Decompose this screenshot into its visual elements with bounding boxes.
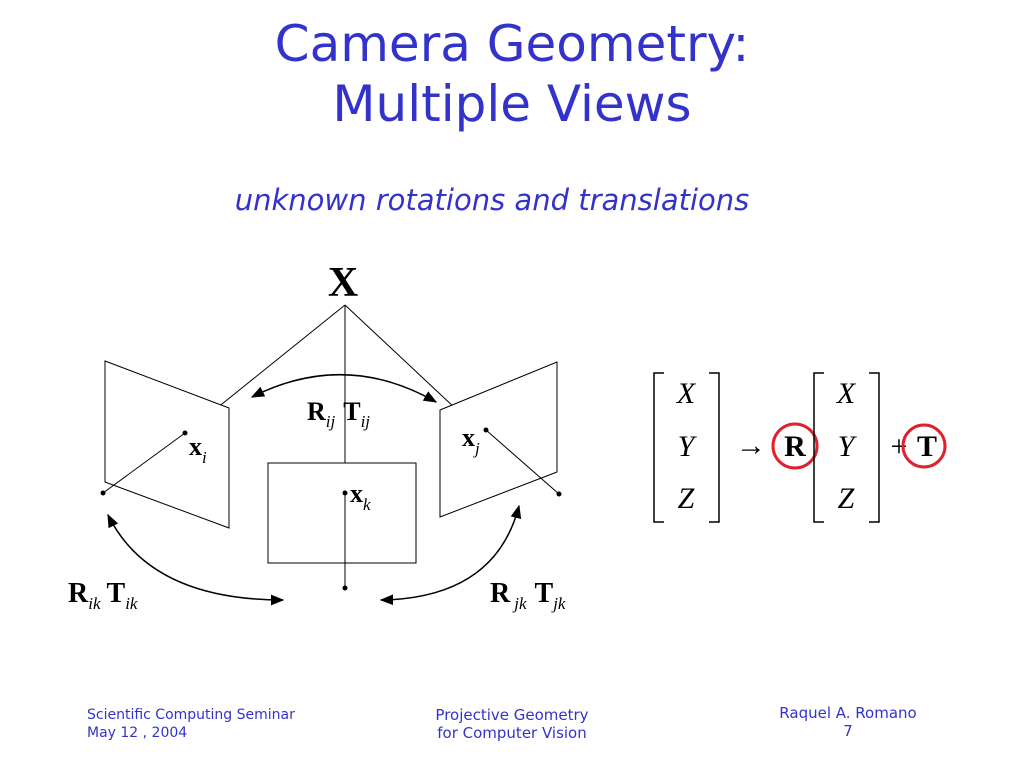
seminar-name: Scientific Computing Seminar <box>87 707 295 723</box>
world-point-label: X <box>328 260 358 306</box>
course-title-line-2: for Computer Vision <box>437 724 587 742</box>
image-point-j-dot <box>483 427 489 433</box>
maps-to-arrow: → <box>736 429 766 462</box>
seminar-date: May 12 , 2004 <box>87 725 188 741</box>
rotation-highlight-circle <box>771 422 819 470</box>
ray-to-camera-i <box>216 304 346 409</box>
camera-center-i <box>100 490 106 496</box>
slide-subtitle: unknown rotations and translations <box>234 183 750 217</box>
rotation-symbol: R <box>784 430 806 463</box>
left-vector-z: Z <box>678 482 695 515</box>
camera-center-k <box>342 585 348 591</box>
right-vector-bracket-open <box>813 372 824 523</box>
ray-segment-i <box>102 432 186 494</box>
translation-highlight-circle <box>901 423 947 469</box>
image-point-i-dot <box>182 430 188 436</box>
footer-left: Scientific Computing Seminar May 12 , 20… <box>87 706 295 742</box>
left-vector-x: X <box>676 377 697 410</box>
image-point-label-i: xi <box>189 432 207 467</box>
footer-center: Projective Geometry for Computer Vision <box>412 706 612 742</box>
image-plane-i <box>104 360 230 529</box>
image-point-label-k: xk <box>350 479 371 514</box>
right-vector-z: Z <box>838 482 855 515</box>
arrow-ik <box>107 513 285 606</box>
course-title-line-1: Projective Geometry <box>435 706 589 724</box>
title-line-2: Multiple Views <box>332 75 692 133</box>
arrow-ij <box>250 373 438 403</box>
author-name: Raquel A. Romano <box>779 704 917 722</box>
right-vector-bracket-close <box>869 372 880 523</box>
image-point-label-j: xj <box>462 423 480 458</box>
translation-symbol: T <box>917 430 937 463</box>
image-plane-k <box>267 462 417 564</box>
right-vector-x: X <box>836 377 857 410</box>
left-vector-y: Y <box>678 430 698 463</box>
slide-number: 7 <box>843 722 853 740</box>
right-vector-y: Y <box>838 430 858 463</box>
ray-to-camera-j <box>344 304 457 410</box>
footer-right: Raquel A. Romano 7 <box>748 704 948 740</box>
ray-segment-j <box>485 429 560 495</box>
transformation-equation: X Y Z → R X Y Z + T <box>653 372 947 523</box>
left-vector-bracket-close <box>709 372 720 523</box>
arrow-jk <box>379 504 522 606</box>
camera-center-j <box>556 491 562 497</box>
left-vector-bracket-open <box>653 372 664 523</box>
title-line-1: Camera Geometry: <box>274 15 750 73</box>
image-point-k-dot <box>342 490 348 496</box>
image-plane-j <box>439 361 558 518</box>
slide-title: Camera Geometry: Multiple Views <box>0 14 1024 134</box>
